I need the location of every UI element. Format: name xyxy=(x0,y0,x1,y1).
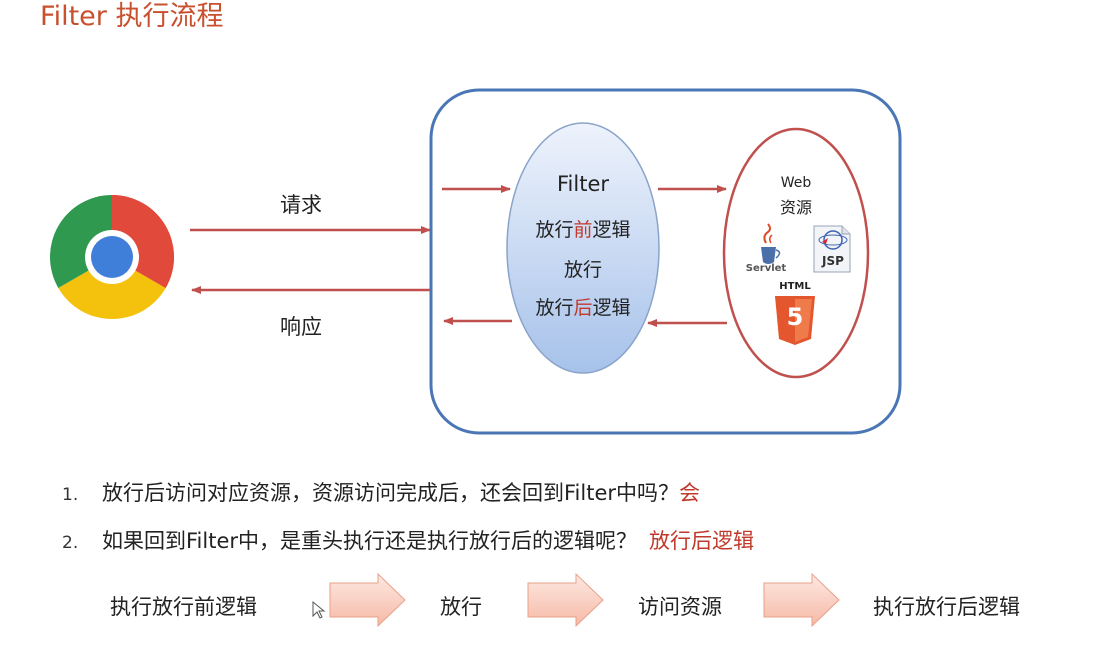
flow-arrow-1 xyxy=(329,572,406,628)
html5-badge: 5 xyxy=(786,303,804,331)
flow-step-pass: 放行 xyxy=(440,595,482,619)
filter-after-logic: 放行后逻辑 xyxy=(535,297,631,319)
answer-1: 会 xyxy=(679,481,701,505)
servlet-label: Servlet xyxy=(745,263,787,274)
question-2: 2.如果回到Filter中，是重头执行还是执行放行后的逻辑呢？放行后逻辑 xyxy=(62,529,755,553)
html-label: HTML xyxy=(779,281,811,292)
flow-arrow-2 xyxy=(527,572,604,628)
jsp-label: JSP xyxy=(822,254,844,268)
response-label: 响应 xyxy=(280,315,322,339)
filter-pass: 放行 xyxy=(563,259,602,281)
request-label: 请求 xyxy=(280,193,322,217)
filter-name: Filter xyxy=(556,172,609,196)
process-flow-arrows xyxy=(312,572,840,628)
flow-arrow-3 xyxy=(763,572,840,628)
java-cup-icon xyxy=(761,223,781,264)
web-resource-line2: 资源 xyxy=(779,198,812,217)
page-title: Filter 执行流程 xyxy=(40,1,224,32)
question-1: 1.放行后访问对应资源，资源访问完成后，还会回到Filter中吗？会 xyxy=(62,481,701,505)
chrome-browser-icon xyxy=(49,195,175,320)
flow-step-access-resource: 访问资源 xyxy=(638,595,722,619)
answer-2: 放行后逻辑 xyxy=(649,529,755,553)
html5-shield-icon xyxy=(775,296,815,345)
filter-ellipse xyxy=(506,122,660,374)
mouse-cursor-icon xyxy=(312,600,326,619)
flow-step-after: 执行放行后逻辑 xyxy=(873,595,1020,619)
filter-before-logic: 放行前逻辑 xyxy=(535,219,631,241)
web-resource-line1: Web xyxy=(780,175,812,191)
flow-step-before: 执行放行前逻辑 xyxy=(110,595,257,619)
jsp-file-icon xyxy=(813,225,851,273)
web-resource-ellipse xyxy=(722,127,870,379)
